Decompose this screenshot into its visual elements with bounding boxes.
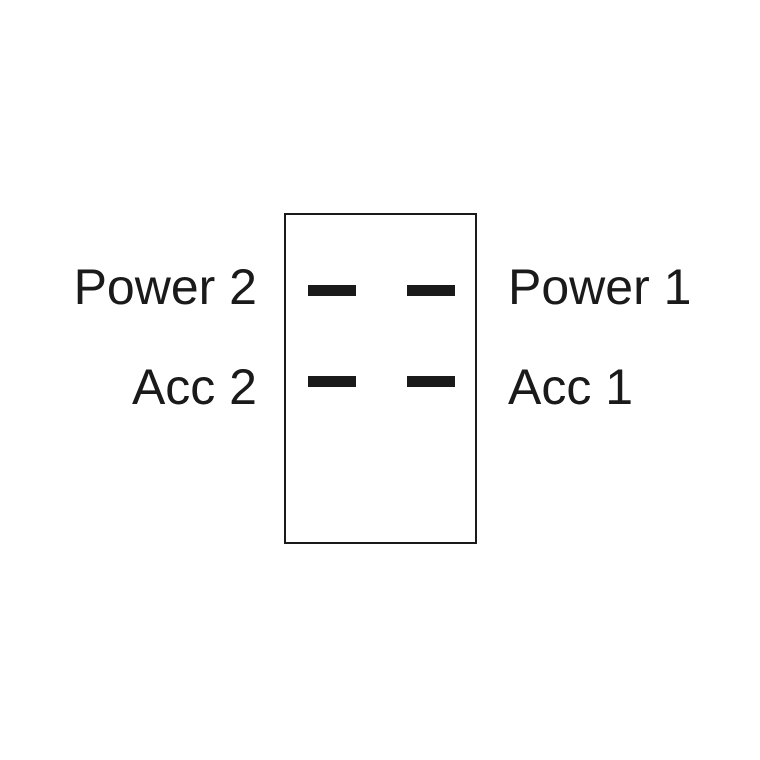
label-acc-2: Acc 2 bbox=[131, 359, 257, 415]
terminal-power-1 bbox=[407, 285, 455, 296]
label-power-1: Power 1 bbox=[508, 259, 692, 315]
terminal-acc-2 bbox=[308, 376, 356, 387]
label-power-2: Power 2 bbox=[73, 259, 257, 315]
terminal-power-2 bbox=[308, 285, 356, 296]
label-acc-1: Acc 1 bbox=[508, 359, 634, 415]
terminal-acc-1 bbox=[407, 376, 455, 387]
